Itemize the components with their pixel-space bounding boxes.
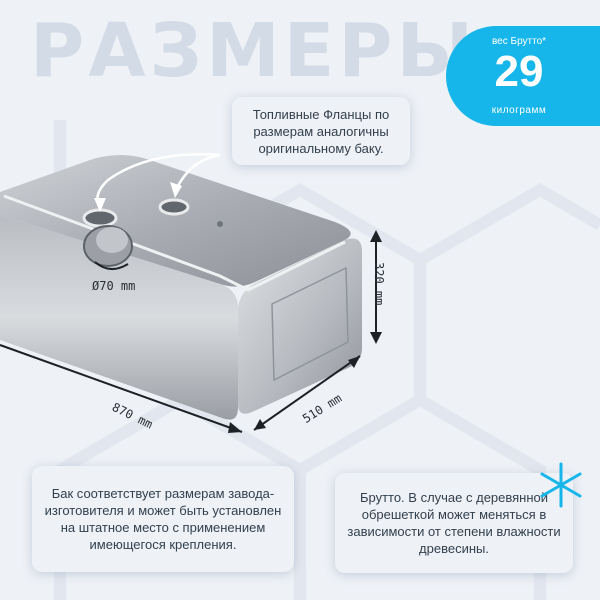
gross-weight-note-text: Брутто. В случае с деревянной обрешеткой… — [347, 490, 561, 556]
asterisk-icon — [540, 462, 582, 508]
weight-badge: вес Брутто* 29 килограмм — [446, 26, 600, 126]
compatibility-note: Бак соответствует размерам завода-изгото… — [32, 466, 294, 572]
flanges-note: Топливные Фланцы по размерам аналогичны … — [232, 97, 410, 165]
flanges-note-text: Топливные Фланцы по размерам аналогичны … — [252, 106, 390, 156]
height-label: 320 mm — [372, 262, 386, 306]
weight-value: 29 — [494, 47, 544, 96]
compatibility-note-text: Бак соответствует размерам завода-изгото… — [44, 486, 282, 552]
diameter-label: Ø70 mm — [92, 279, 136, 293]
gross-weight-note: Брутто. В случае с деревянной обрешеткой… — [335, 473, 573, 573]
weight-label-top: вес Брутто* — [491, 36, 547, 47]
page-title: РАЗМЕРЫ — [30, 8, 478, 94]
weight-label-bottom: килограмм — [491, 105, 547, 116]
